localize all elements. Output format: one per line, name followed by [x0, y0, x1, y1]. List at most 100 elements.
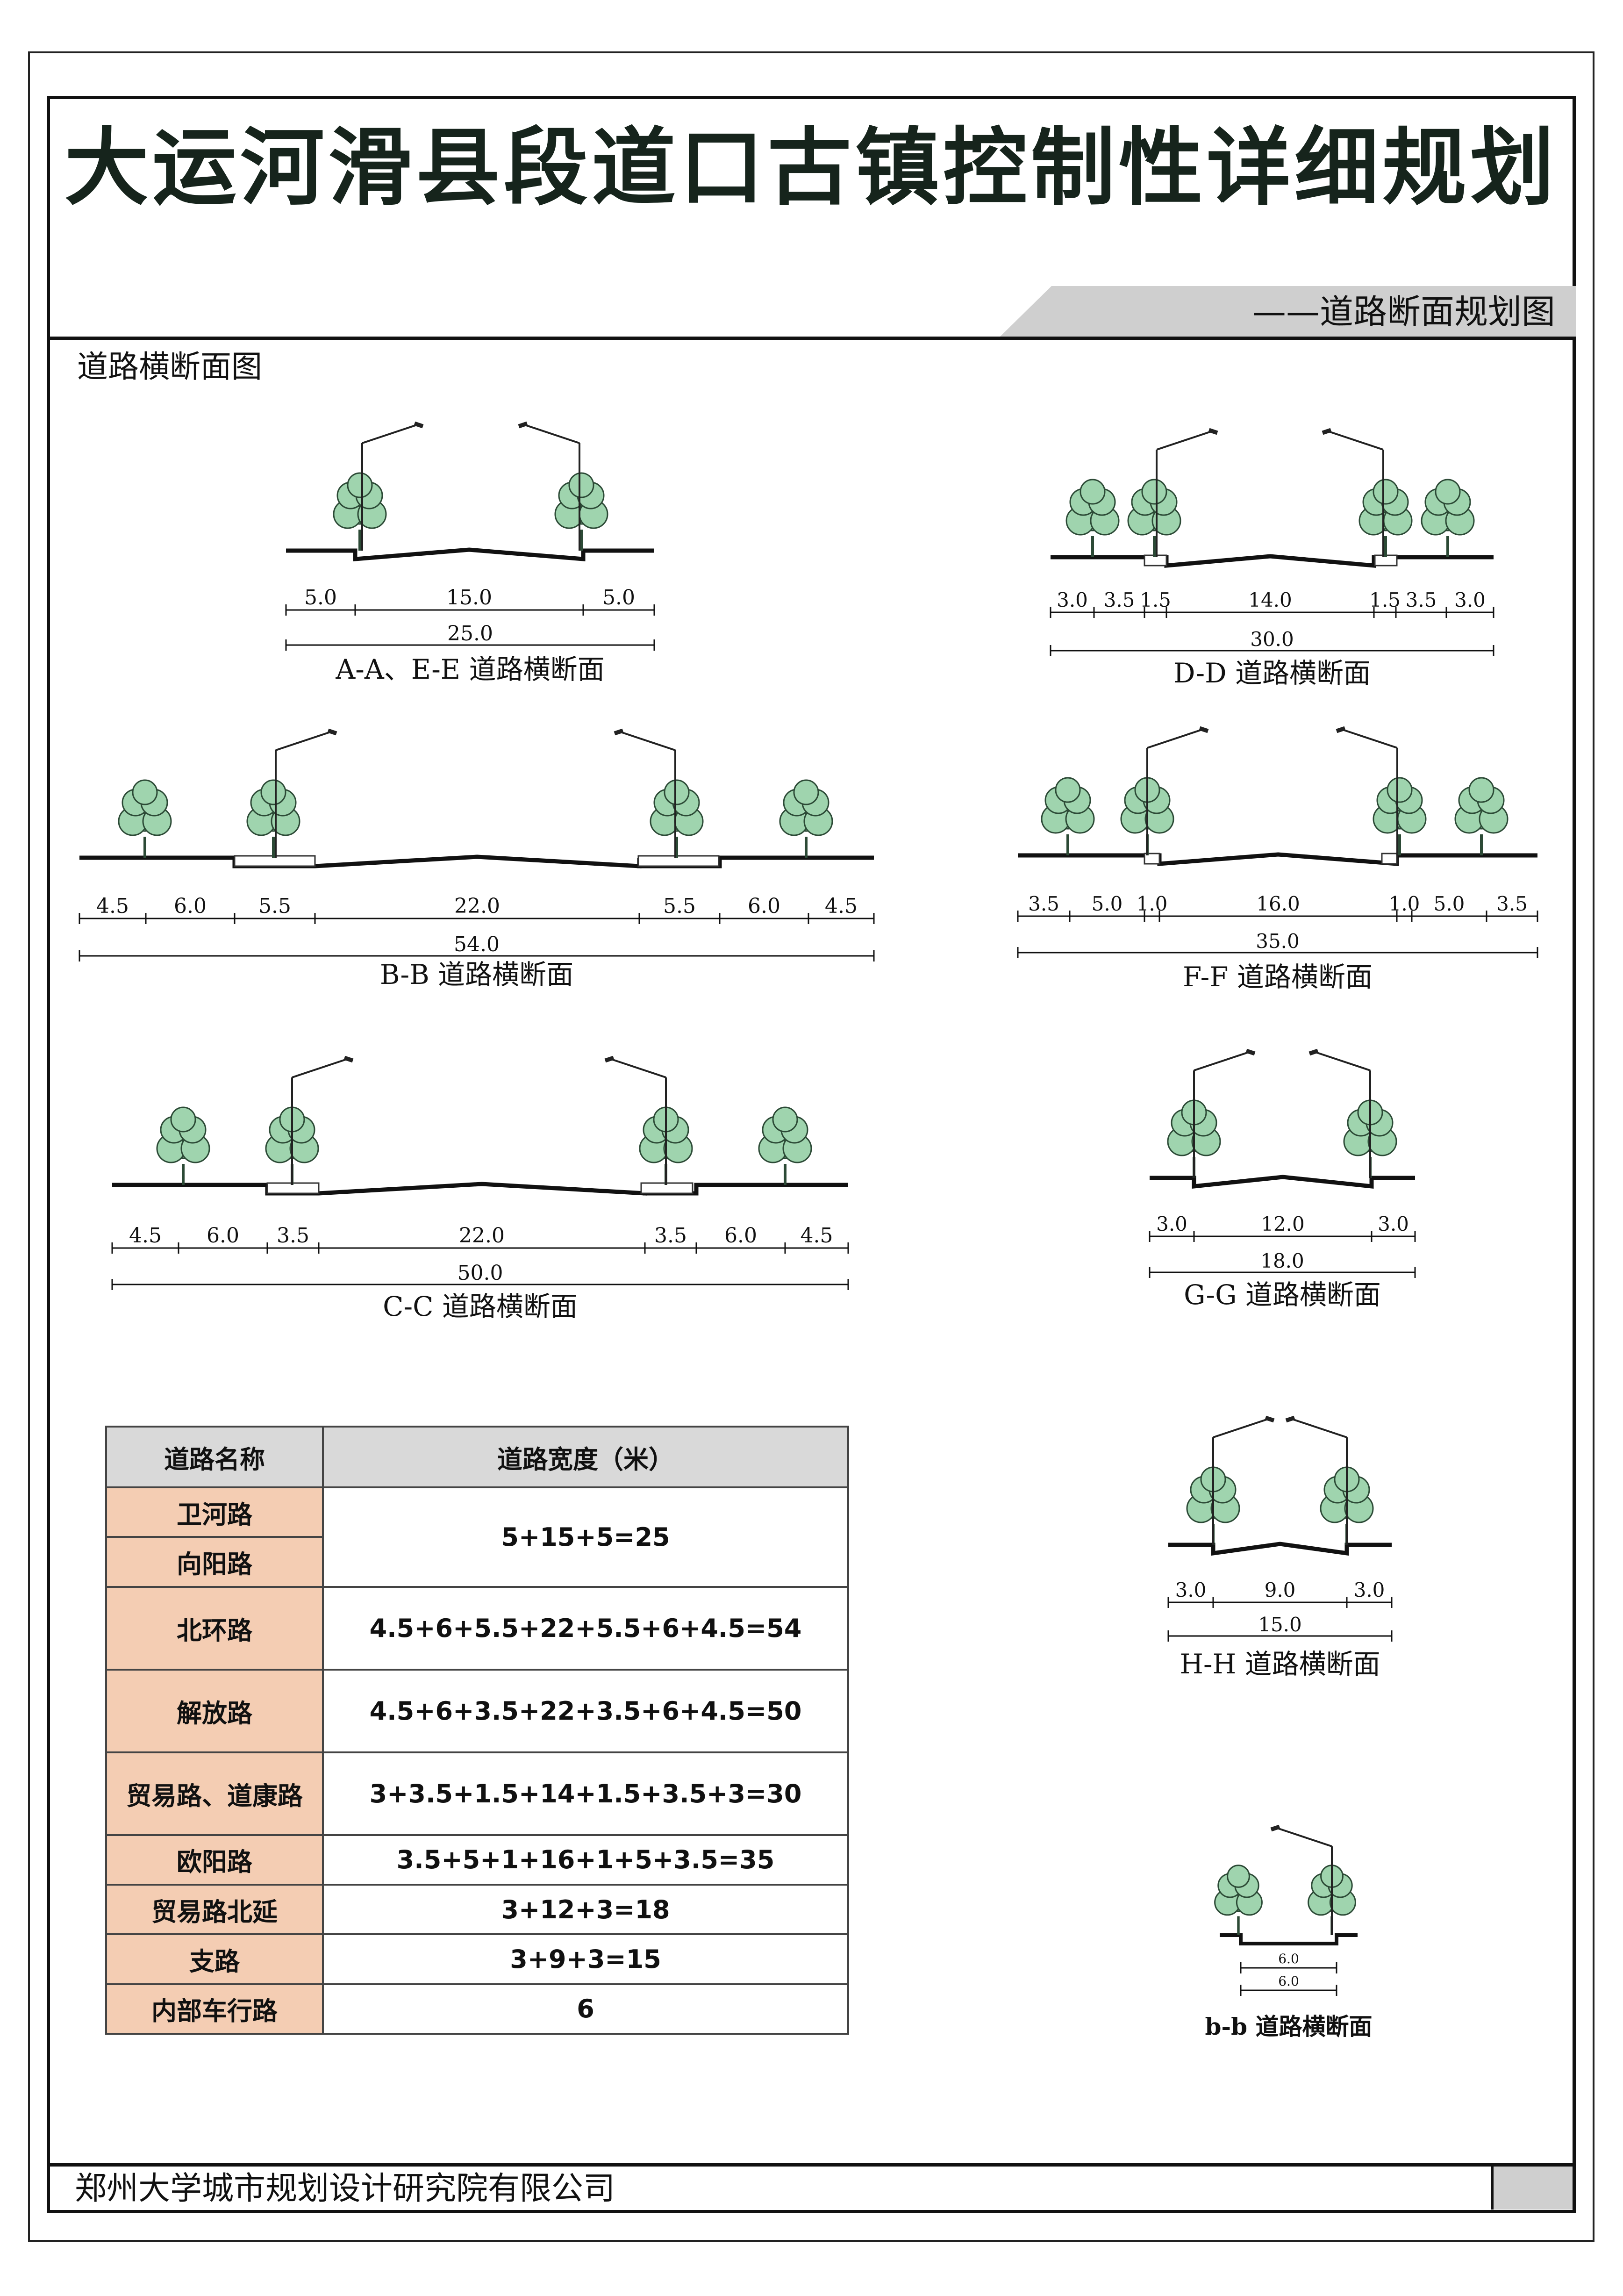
segment-width-label: 3.0 — [1156, 1213, 1187, 1235]
street-lamp-icon — [1285, 1415, 1348, 1545]
street-lamp-icon — [1212, 1415, 1275, 1545]
segment-width-label: 6.0 — [748, 894, 780, 918]
tree-icon — [650, 779, 704, 858]
section-label: G-G 道路横断面 — [1184, 1279, 1381, 1311]
segment-width-label: 3.0 — [1454, 588, 1486, 611]
segment-width-label: 22.0 — [459, 1224, 505, 1248]
street-lamp-icon — [1322, 428, 1384, 557]
road-ground-profile — [1150, 1175, 1415, 1189]
road-ground-profile — [112, 1182, 848, 1196]
road-name-cell: 卫河路 — [105, 1486, 324, 1538]
segment-width-label: 3.5 — [1406, 588, 1437, 611]
segment-width-label: 4.5 — [825, 894, 858, 918]
total-width-label: 6.0 — [1278, 1973, 1299, 1989]
road-name-cell: 支路 — [105, 1933, 324, 1985]
tree-icon — [1214, 1865, 1263, 1935]
street-lamp-icon — [1270, 1824, 1333, 1935]
segment-width-label: 6.0 — [207, 1224, 239, 1248]
table-header-row: 道路名称 道路宽度（米） — [105, 1426, 849, 1488]
segment-width-label: 4.5 — [96, 894, 129, 918]
segment-width-label: 6.0 — [724, 1224, 757, 1248]
subtitle-band — [1000, 286, 1576, 337]
road-width-table: 道路名称 道路宽度（米） 卫河路 5+15+5=25 向阳路 北环路 4.5+6… — [105, 1426, 849, 2035]
section-label: C-C 道路横断面 — [383, 1291, 578, 1322]
tree-icon — [1358, 479, 1413, 557]
total-width-label: 54.0 — [454, 933, 500, 956]
table-row: 北环路 4.5+6+5.5+22+5.5+6+4.5=54 — [105, 1586, 849, 1671]
road-width-cell: 6 — [322, 1983, 849, 2035]
road-width-cell: 4.5+6+3.5+22+3.5+6+4.5=50 — [322, 1668, 849, 1753]
table-row: 向阳路 — [105, 1536, 848, 1588]
tree-icon — [554, 472, 608, 551]
footer-company: 郑州大学城市规划设计研究院有限公司 — [75, 2170, 615, 2207]
road-name-cell: 解放路 — [105, 1668, 324, 1753]
segment-width-label: 3.0 — [1057, 588, 1088, 611]
segment-width-label: 3.0 — [1378, 1213, 1409, 1235]
segment-width-label: 5.0 — [304, 586, 337, 610]
median-strip — [1144, 853, 1160, 865]
total-width-label: 18.0 — [1260, 1249, 1304, 1272]
road-ground-profile — [1220, 1933, 1358, 1945]
tree-icon — [758, 1106, 812, 1185]
table-row: 卫河路 5+15+5=25 — [105, 1486, 849, 1588]
table-row: 内部车行路 6 — [105, 1983, 849, 2035]
road-ground-profile — [79, 854, 874, 868]
road-name-cell: 北环路 — [105, 1586, 324, 1671]
total-width-label: 50.0 — [458, 1261, 503, 1285]
street-lamp-icon — [1308, 1048, 1371, 1178]
segment-width-label: 5.0 — [1092, 892, 1123, 915]
road-width-cell: 5+15+5=25 — [322, 1486, 849, 1588]
total-width-label: 30.0 — [1250, 628, 1294, 651]
segment-width-label: 9.0 — [1265, 1578, 1296, 1601]
road-width-cell: 4.5+6+5.5+22+5.5+6+4.5=54 — [322, 1586, 849, 1671]
segment-width-label: 1.5 — [1140, 588, 1171, 611]
street-lamp-icon — [604, 1055, 667, 1185]
street-lamp-icon — [291, 1055, 354, 1185]
median-strip — [637, 855, 720, 867]
header-road-width: 道路宽度（米） — [322, 1426, 849, 1488]
tree-icon — [333, 472, 387, 551]
road-ground-profile — [286, 547, 654, 561]
total-width-label: 35.0 — [1256, 930, 1300, 953]
tree-icon — [246, 779, 300, 858]
total-width-label: 25.0 — [447, 622, 493, 646]
tree-icon — [779, 779, 833, 858]
tree-icon — [1065, 479, 1120, 557]
road-name-cell: 内部车行路 — [105, 1983, 324, 2035]
footer-divider — [47, 2163, 1576, 2167]
tree-icon — [1127, 479, 1181, 557]
tree-icon — [1373, 777, 1427, 855]
segment-width-label: 14.0 — [1248, 588, 1292, 611]
median-strip — [1381, 853, 1398, 865]
segment-width-label: 16.0 — [1256, 892, 1300, 915]
road-name-cell: 欧阳路 — [105, 1834, 324, 1886]
segment-width-label: 4.5 — [129, 1224, 162, 1248]
segment-width-label: 3.0 — [1354, 1578, 1385, 1601]
tree-icon — [1421, 479, 1475, 557]
total-width-label: 15.0 — [1258, 1613, 1302, 1636]
tree-icon — [1041, 777, 1095, 855]
tree-icon — [118, 779, 172, 858]
road-name-cell: 贸易路、道康路 — [105, 1751, 324, 1836]
segment-width-label: 1.5 — [1369, 588, 1401, 611]
segment-width-label: 3.5 — [1104, 588, 1135, 611]
segment-width-label: 22.0 — [454, 894, 500, 918]
segment-width-label: 3.5 — [1028, 892, 1059, 915]
section-label: b-b 道路横断面 — [1205, 2013, 1372, 2040]
street-lamp-icon — [1193, 1048, 1256, 1178]
segment-width-label: 1.0 — [1389, 892, 1420, 915]
road-ground-profile — [1018, 852, 1537, 866]
segment-width-label: 12.0 — [1261, 1213, 1305, 1235]
segment-width-label: 15.0 — [446, 586, 492, 610]
section-label: F-F 道路横断面 — [1183, 961, 1373, 993]
footer-page-box — [1491, 2167, 1573, 2210]
title-divider — [47, 337, 1576, 340]
segment-width-label: 5.0 — [602, 586, 635, 610]
section-title: 道路横断面图 — [77, 349, 262, 385]
segment-width-label: 5.0 — [1434, 892, 1465, 915]
segment-width-label: 5.5 — [258, 894, 291, 918]
tree-icon — [1454, 777, 1509, 855]
road-name-cell: 向阳路 — [105, 1536, 324, 1588]
segment-width-label: 6.0 — [174, 894, 207, 918]
